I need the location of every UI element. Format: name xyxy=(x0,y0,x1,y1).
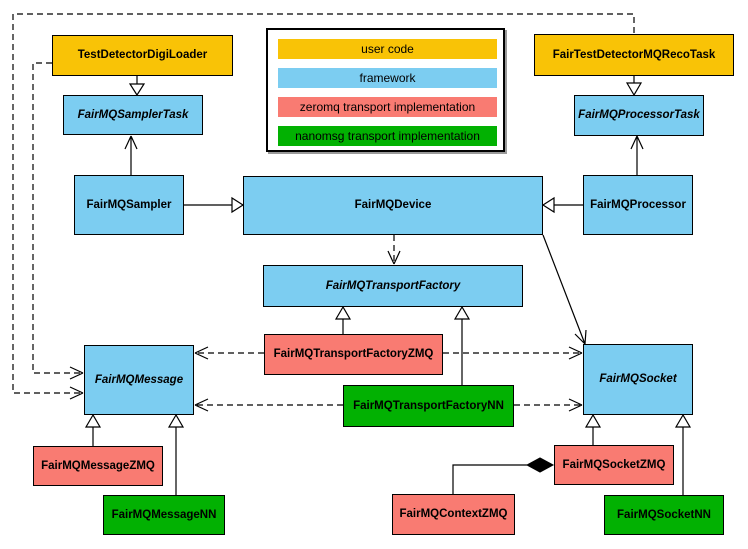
node-fairmqsamplertask: FairMQSamplerTask xyxy=(63,95,203,135)
node-fairmqtransportfactoryzmq: FairMQTransportFactoryZMQ xyxy=(264,334,443,375)
legend-item-nanomsg-implementation: nanomsg transport implementation xyxy=(278,126,497,146)
edge-factoryzmq-to-socket xyxy=(443,346,583,360)
edge-messagezmq-to-message xyxy=(84,413,102,446)
edge-processor-to-processortask xyxy=(630,135,644,175)
node-fairmqmessage: FairMQMessage xyxy=(84,345,194,415)
edge-sampler-to-samplertask xyxy=(124,135,138,175)
node-fairmqmessagezmq: FairMQMessageZMQ xyxy=(33,446,163,486)
edge-recotask-to-message xyxy=(12,13,635,400)
edge-processor-to-device xyxy=(541,196,583,214)
edge-factorynn-to-socket xyxy=(514,398,583,412)
edge-factorynn-to-factory xyxy=(453,305,471,385)
node-fairmqcontextzmq: FairMQContextZMQ xyxy=(392,494,515,535)
legend: user code framework zeromq transport imp… xyxy=(266,28,505,152)
node-fairmqprocessortask: FairMQProcessorTask xyxy=(574,95,704,136)
edge-socketnn-to-socket xyxy=(674,413,692,495)
edge-device-to-transportfactory xyxy=(387,235,401,265)
edge-digiloader-to-samplertask xyxy=(128,76,146,97)
node-fairmqtransportfactory: FairMQTransportFactory xyxy=(263,265,523,307)
edge-factoryzmq-to-factory xyxy=(334,305,352,334)
edge-digiloader-to-message xyxy=(32,62,84,380)
node-fairmqmessagenn: FairMQMessageNN xyxy=(103,495,225,535)
composition-diamond-icon xyxy=(525,457,555,473)
edge-recotask-to-processortask xyxy=(625,76,643,97)
edge-device-to-socket xyxy=(542,234,587,345)
node-fairmqtransportfactorynn: FairMQTransportFactoryNN xyxy=(343,385,514,427)
legend-item-framework: framework xyxy=(278,68,497,88)
node-fairmqsocketnn: FairMQSocketNN xyxy=(604,495,724,535)
edge-factorynn-to-message xyxy=(194,398,343,412)
legend-item-zeromq-implementation: zeromq transport implementation xyxy=(278,97,497,117)
node-testdetectordigiloader: TestDetectorDigiLoader xyxy=(52,35,233,76)
node-fairmqdevice: FairMQDevice xyxy=(243,176,543,235)
edge-contextzmq-to-socketzmq xyxy=(452,457,555,494)
edge-messagenn-to-message xyxy=(167,413,185,495)
legend-item-user-code: user code xyxy=(278,39,497,59)
node-fairmqsocket: FairMQSocket xyxy=(583,344,693,415)
edge-socketzmq-to-socket xyxy=(584,413,602,445)
edge-factoryzmq-to-message xyxy=(194,346,264,360)
node-fairmqprocessor: FairMQProcessor xyxy=(583,175,693,235)
node-fairtestdetectormqrecotask: FairTestDetectorMQRecoTask xyxy=(534,34,734,76)
node-fairmqsampler: FairMQSampler xyxy=(74,175,184,235)
node-fairmqsocketzmq: FairMQSocketZMQ xyxy=(554,445,674,485)
edge-sampler-to-device xyxy=(184,196,245,214)
